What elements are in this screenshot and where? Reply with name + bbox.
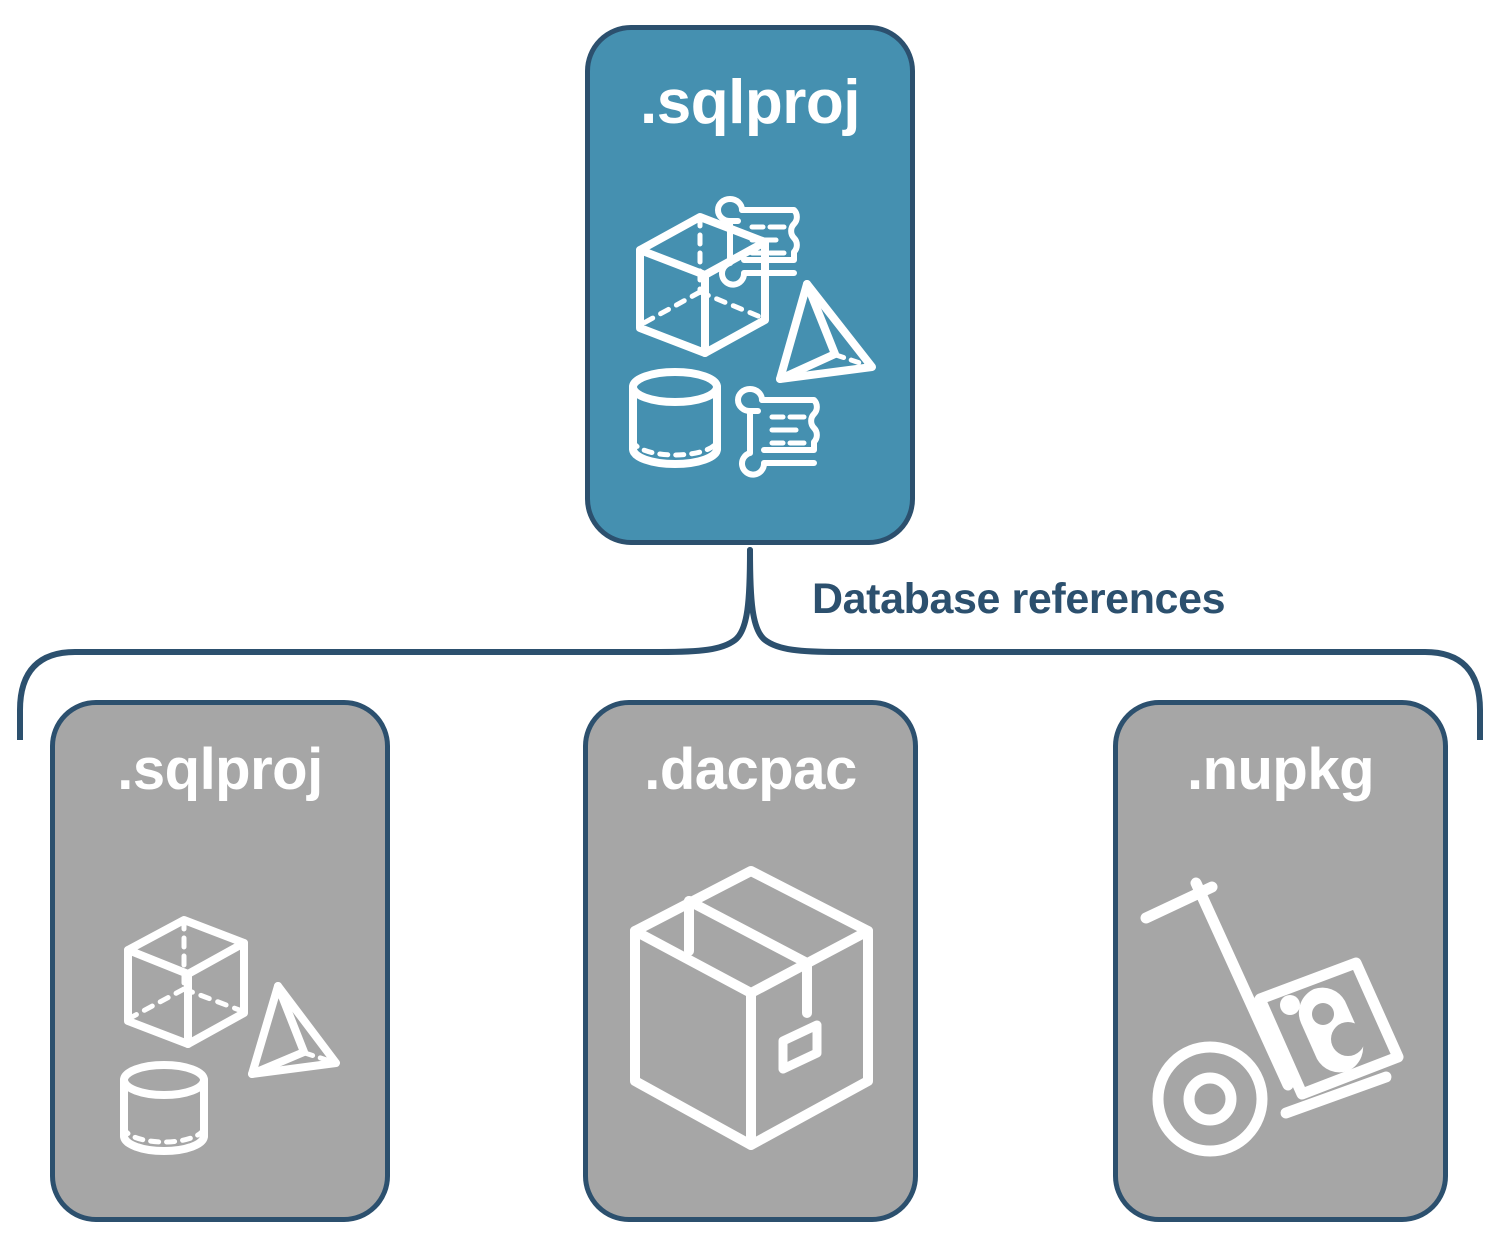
shipping-box-icon [629, 866, 873, 1150]
cylinder-icon [120, 1061, 208, 1155]
parent-icon-group [629, 196, 876, 478]
hand-truck-icon [1140, 877, 1392, 1157]
card-child-nupkg-artwork [1118, 799, 1443, 1217]
child-nupkg-icon-group [1140, 877, 1404, 1157]
scroll-icon [735, 386, 820, 478]
cube-icon [636, 213, 769, 357]
card-parent-artwork [590, 134, 910, 540]
scroll-icon [715, 196, 800, 288]
card-child-dacpac-artwork [588, 799, 913, 1217]
card-child-dacpac-title: .dacpac [644, 737, 857, 802]
cylinder-icon [629, 368, 721, 468]
card-child-sqlproj-title: .sqlproj [117, 737, 323, 802]
card-child-sqlproj-artwork [55, 799, 385, 1217]
card-child-sqlproj[interactable]: .sqlproj [50, 700, 390, 1222]
card-parent-sqlproj[interactable]: .sqlproj [585, 25, 915, 545]
child-sqlproj-icon-group [120, 916, 340, 1155]
card-child-nupkg[interactable]: .nupkg [1113, 700, 1448, 1222]
pyramid-icon [248, 982, 340, 1078]
connector-label: Database references [812, 575, 1226, 623]
pyramid-icon [776, 280, 876, 383]
nuget-package-icon [1254, 957, 1404, 1100]
card-child-nupkg-title: .nupkg [1186, 737, 1375, 802]
card-child-dacpac[interactable]: .dacpac [583, 700, 918, 1222]
card-parent-title: .sqlproj [640, 68, 860, 137]
child-dacpac-icon-group [629, 866, 873, 1150]
cube-icon [124, 916, 248, 1048]
